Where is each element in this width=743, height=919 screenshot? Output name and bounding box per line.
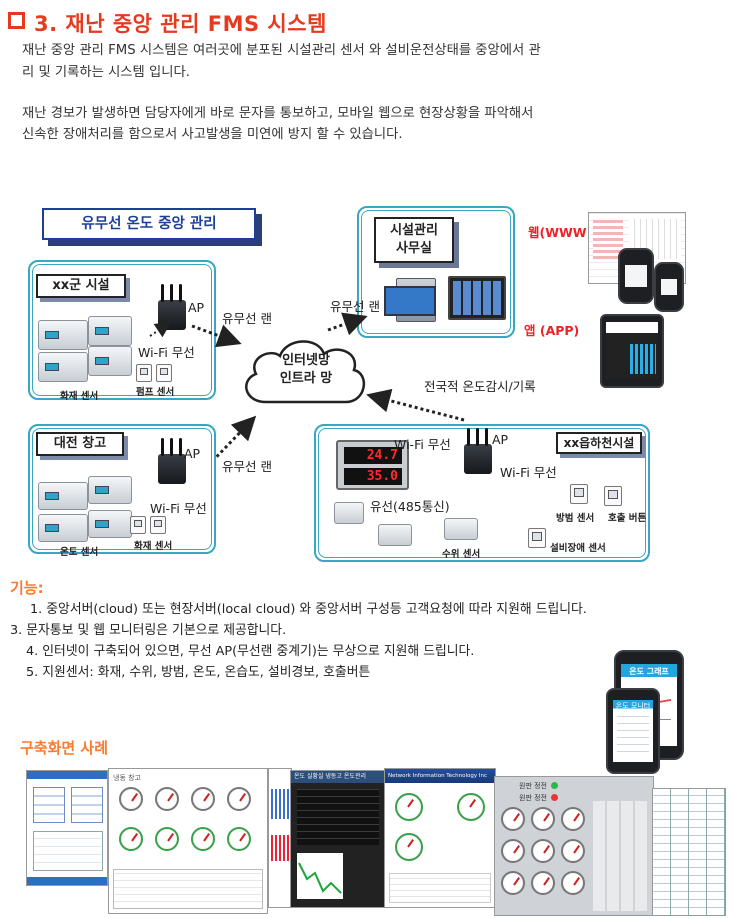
diagram-main-title: 유무선 온도 중앙 관리 [42, 208, 256, 240]
company-name: Network Information Technology Inc [385, 769, 495, 783]
site1-controller-4 [88, 346, 132, 376]
pc-monitor-icon [384, 286, 436, 316]
cloud-label: 인터넷망 인트라 망 [276, 352, 336, 388]
site3-tag: xx읍하천시설 [556, 432, 642, 454]
site2-tag: 대전 창고 [36, 432, 124, 456]
site1-pump-sensor-icon-2 [156, 364, 172, 382]
site1-lan-label: 유무선 랜 [222, 311, 272, 326]
phone-graph-title: 온도 그래프 [629, 667, 669, 676]
site3-ap-label: AP [492, 432, 509, 447]
site1-controller-3 [38, 352, 88, 382]
site1-fire-sensor-label: 화재 센서 [60, 391, 99, 402]
site1-pump-sensor-icon [136, 364, 152, 382]
case-screenshot-gauges: 냉동 창고 [108, 768, 268, 914]
case-screenshot-chart-strip [268, 768, 292, 908]
site2-ap-icon [158, 438, 186, 484]
office-line-1: 시설관리 [390, 223, 438, 238]
intro-line-1: 재난 중앙 관리 FMS 시스템은 여러곳에 분포된 시설관리 센서 와 설비운… [22, 43, 541, 58]
case-screenshot-gauge-grid: 원판 정전 원판 정전 [494, 776, 654, 916]
site2-fire-sensor-icon [130, 516, 146, 534]
tablet-app-icon [600, 314, 664, 388]
intro-line-2: 리 및 기록하는 시스템 입니다. [22, 65, 190, 80]
site1-wifi-label: Wi-Fi 무선 [138, 345, 195, 360]
feature-item-1: 1. 중앙서버(cloud) 또는 현장서버(local cloud) 와 중앙… [30, 602, 587, 617]
site3-wifi-right-label: Wi-Fi 무선 [500, 465, 557, 480]
site2-lan-label: 유무선 랜 [222, 459, 272, 474]
cases-title: 구축화면 사례 [20, 739, 109, 757]
site2-fire-sensor-icon-2 [150, 516, 166, 534]
title-checkbox-icon [8, 12, 25, 29]
app-label: 앱 (APP) [524, 323, 580, 338]
intro-line-4: 신속한 장애처리를 함으로서 사고발생을 미연에 방지 할 수 있습니다. [22, 127, 403, 142]
site3-security-sensor-icon [570, 484, 588, 504]
site2-controller-2 [88, 476, 132, 504]
site1-pump-sensor-label: 펌프 센서 [136, 387, 175, 398]
status-label-2: 원판 정전 [519, 794, 547, 802]
site2-temp-sensor-label: 온도 센서 [60, 547, 99, 558]
site3-fault-sensor-icon [528, 528, 546, 548]
status-on-icon [551, 782, 558, 789]
case-screenshot-1 [26, 770, 108, 886]
office-lan-label: 유무선 랜 [330, 299, 380, 314]
feature-item-3: 3. 문자통보 및 웹 모니터링은 기본으로 제공합니다. [10, 623, 287, 638]
site3-security-sensor-label: 방범 센서 [556, 513, 595, 524]
office-tag: 시설관리 사무실 [374, 217, 454, 263]
site3-ap-icon [464, 428, 492, 474]
office-line-2: 사무실 [396, 241, 432, 256]
status-label-1: 원판 정전 [519, 782, 547, 790]
site1-controller-1 [38, 320, 88, 350]
site2-controller-1 [38, 482, 88, 510]
site3-level-sensor-label: 수위 센서 [442, 549, 481, 560]
dark-panel-title: 온도 실황실 냉동고 온도관리 [291, 771, 385, 783]
site2-controller-4 [88, 510, 132, 538]
cloud-line-2: 인트라 망 [279, 371, 333, 386]
phone-web-icon [618, 248, 654, 304]
features-title: 기능: [10, 579, 44, 597]
site3-wired-label: 유선(485통신) [370, 499, 450, 514]
display-bottom-value: 35.0 [344, 468, 402, 485]
intro-line-3: 재난 경보가 발생하면 담당자에게 바로 문자를 통보하고, 모바일 웹으로 현… [22, 106, 534, 121]
feature-item-4: 4. 인터넷이 구축되어 있으면, 무선 AP(무선랜 중계기)는 무상으로 지… [26, 644, 475, 659]
gauge-panel-title: 냉동 창고 [113, 774, 141, 782]
case-screenshot-company: Network Information Technology Inc [384, 768, 496, 908]
nationwide-monitoring-label: 전국적 온도감시/기록 [424, 379, 536, 394]
case-screenshot-table [652, 788, 726, 916]
site3-fault-sensor-label: 설비장애 센서 [550, 543, 606, 554]
page-title: 3. 재난 중앙 관리 FMS 시스템 [34, 12, 327, 36]
phone-web-icon-2 [654, 262, 684, 312]
site2-fire-sensor-label: 화재 센서 [134, 541, 173, 552]
site2-wifi-label: Wi-Fi 무선 [150, 501, 207, 516]
site3-call-button-icon [604, 486, 622, 506]
temperature-display-board: 24.7 35.0 [336, 440, 409, 490]
site1-ap-label: AP [188, 300, 205, 315]
site1-tag: xx군 시설 [36, 274, 126, 298]
case-screenshot-dark: 온도 실황실 냉동고 온도관리 [290, 770, 386, 908]
web-label: 웹(WWW) [528, 225, 593, 240]
site3-call-button-label: 호출 버튼 [608, 513, 647, 524]
site1-controller-2 [88, 316, 132, 346]
cloud-line-1: 인터넷망 [282, 353, 330, 368]
dashboard-monitor-icon [448, 276, 506, 320]
site2-controller-3 [38, 514, 88, 542]
phone-monitor-icon: 온도 모니터링 [606, 688, 660, 774]
site3-level-controller-1 [334, 502, 364, 524]
feature-item-5: 5. 지원센서: 화재, 수위, 방범, 온도, 온습도, 설비경보, 호출버튼 [26, 665, 371, 680]
site3-level-controller-2 [378, 524, 412, 546]
display-top-value: 24.7 [344, 447, 402, 464]
internet-cloud-icon [245, 340, 366, 404]
site3-level-controller-3 [444, 518, 478, 540]
site3-wifi-left-label: Wi-Fi 무선 [394, 437, 451, 452]
site2-ap-label: AP [184, 446, 201, 461]
status-off-icon [551, 794, 558, 801]
